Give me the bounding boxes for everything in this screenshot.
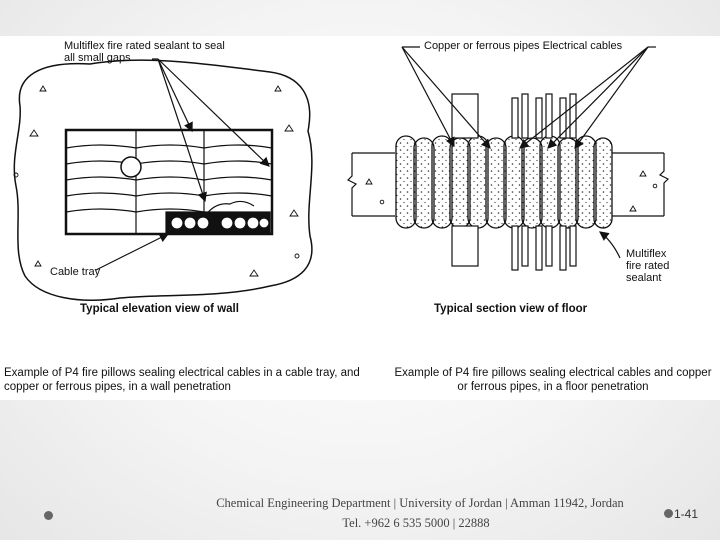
wall-caption: Typical elevation view of wall <box>80 303 239 315</box>
cable-tray-label: Cable tray <box>50 266 101 278</box>
wall-elevation-diagram <box>13 58 313 301</box>
floor-example-caption: Example of P4 fire pillows sealing elect… <box>394 367 712 393</box>
fire-pillows <box>65 130 273 234</box>
wall-sealant-label: Multiflex fire rated sealant to seal all… <box>64 40 225 64</box>
cable-tray <box>165 200 271 235</box>
pipes-cables-label: Copper or ferrous pipes Electrical cable… <box>424 40 623 52</box>
floor-caption: Typical section view of floor <box>434 303 588 315</box>
wall-example-caption: Example of P4 fire pillows sealing elect… <box>4 367 360 393</box>
slab-aggregate <box>365 170 658 212</box>
page-number: 1-41 <box>674 507 699 521</box>
wall-outline <box>13 59 313 301</box>
through-penetrants <box>451 93 577 271</box>
right-bullet-dot <box>664 509 673 518</box>
floor-sealant-label: Multiflex fire rated sealant <box>626 248 670 284</box>
footer-phone: Tel. +962 6 535 5000 | 22888 <box>342 516 490 530</box>
footer-address: Chemical Engineering Department | Univer… <box>216 496 624 510</box>
aggregate-marks <box>13 85 300 277</box>
floor-pillows <box>395 135 613 229</box>
fire-pillow-figure: Multiflex fire rated sealant to seal all… <box>0 36 720 400</box>
diagram-drawing <box>13 46 670 301</box>
floor-section-diagram <box>346 46 670 271</box>
pipe-circle <box>120 156 142 178</box>
left-bullet-dot <box>44 511 53 520</box>
